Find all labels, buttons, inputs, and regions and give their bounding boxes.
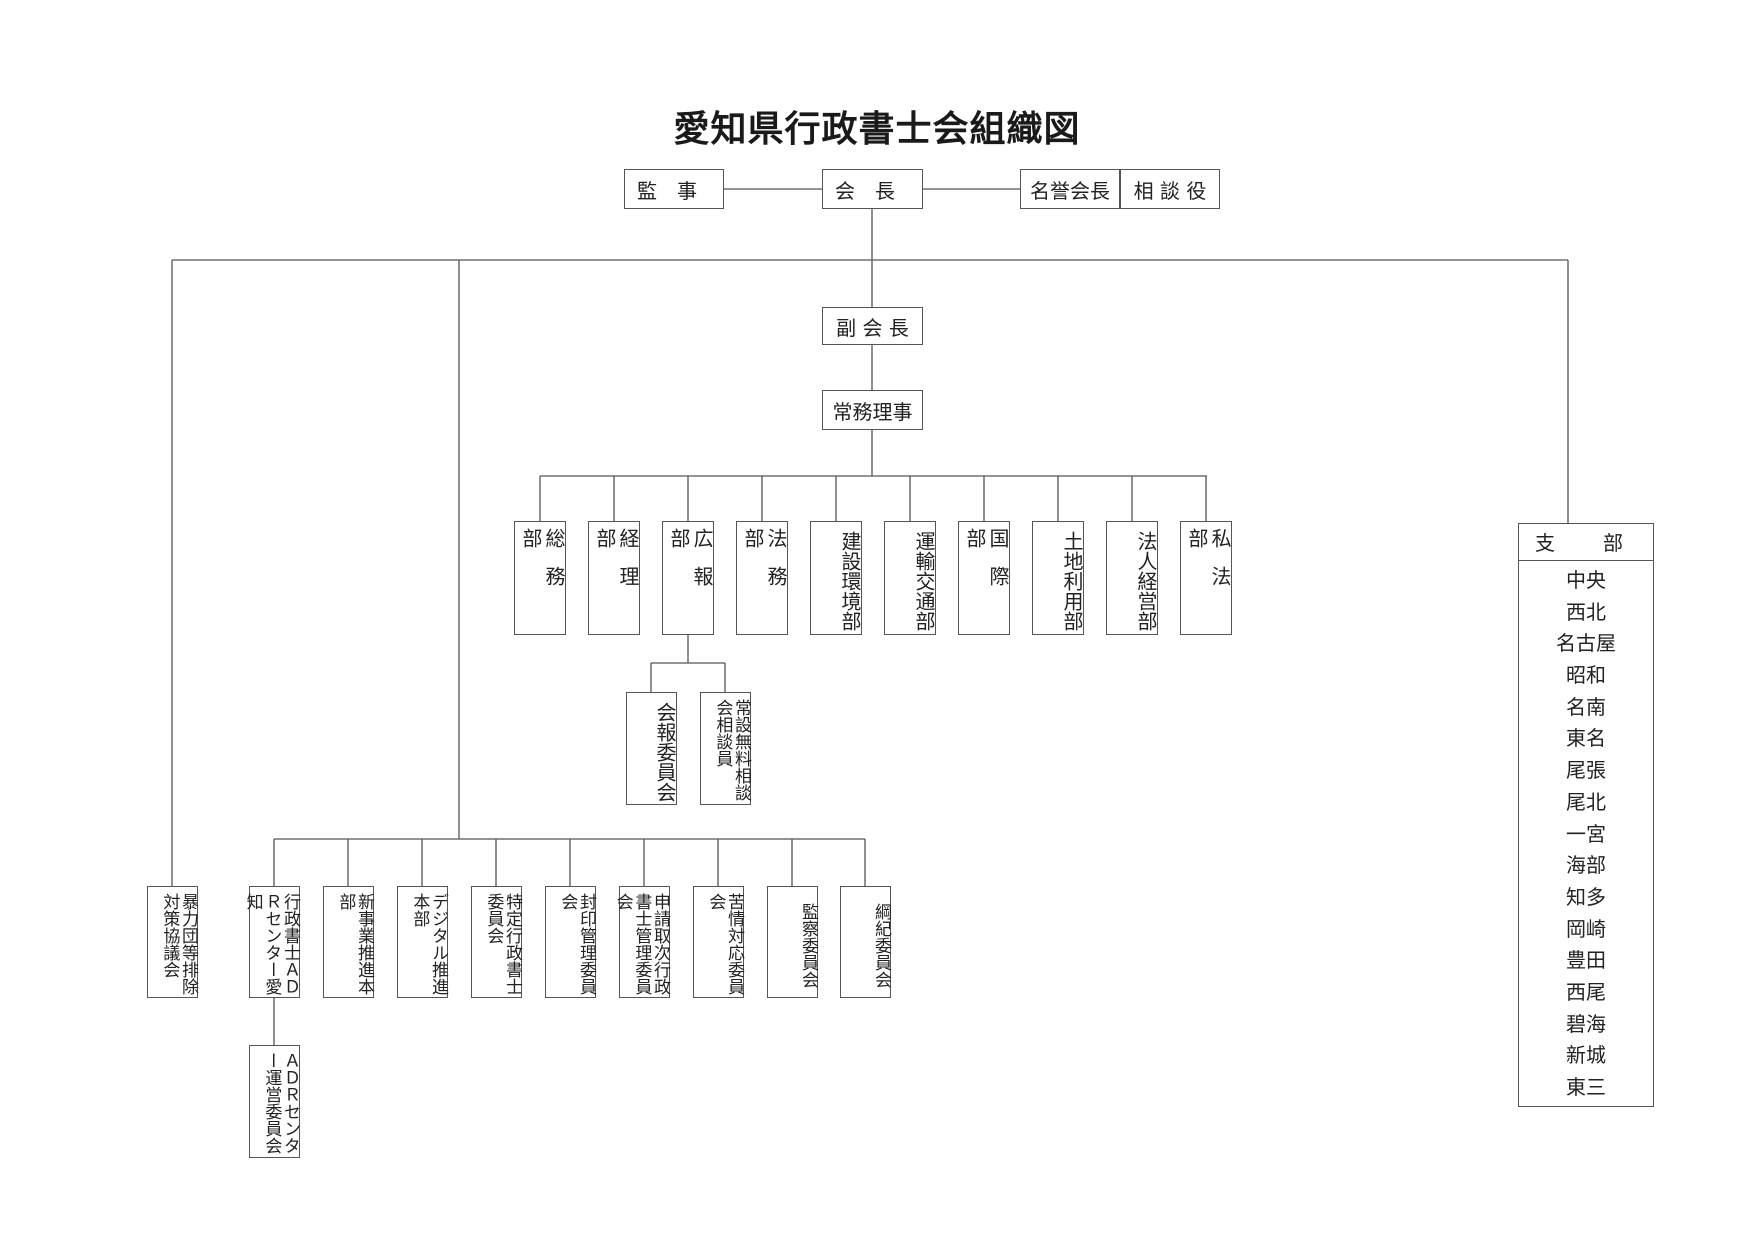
committee-label: 行政書士ＡＤＲセンター愛知 <box>242 893 300 995</box>
committee-label: 新事業推進本部 <box>335 893 374 995</box>
executive-director-box: 常務理事 <box>822 390 923 430</box>
vice-president-label: 副 会 長 <box>836 315 909 340</box>
department-label: 総務部 <box>519 528 566 604</box>
committee-label: 封印管理委員会 <box>557 893 596 995</box>
free-consultation-label: 常設無料相談会相談員 <box>712 699 751 801</box>
branch-item: 尾北 <box>1566 789 1606 814</box>
advisor-label: 相 談 役 <box>1133 178 1207 203</box>
department-box: 土地利用部 <box>1032 521 1084 635</box>
branch-item: 碧海 <box>1566 1011 1606 1036</box>
branches-heading: 支 部 <box>1518 523 1654 561</box>
committee-label: 苦情対応委員会 <box>705 893 744 995</box>
department-box: 建設環境部 <box>810 521 862 635</box>
department-box: 運輸交通部 <box>884 521 936 635</box>
department-box: 国際部 <box>958 521 1010 635</box>
committee-label: 監察委員会 <box>798 902 818 988</box>
committee-box: 申請取次行政書士管理委員会 <box>612 886 670 998</box>
department-box: 経理部 <box>588 521 640 635</box>
branch-item: 知多 <box>1566 884 1606 909</box>
branch-item: 豊田 <box>1566 948 1606 973</box>
department-box: 総務部 <box>514 521 566 635</box>
branches-list: 中央 西北 名古屋 昭和 名南 東名 尾張 尾北 一宮 海部 知多 岡崎 豊田 … <box>1518 565 1654 1104</box>
department-label: 法人経営部 <box>1134 531 1158 631</box>
branch-item: 名南 <box>1566 694 1606 719</box>
branch-item: 一宮 <box>1566 821 1606 846</box>
newsletter-committee-box: 会報委員会 <box>626 692 677 805</box>
committee-label: 申請取次行政書士管理委員会 <box>612 893 670 995</box>
branch-item: 尾張 <box>1566 758 1606 783</box>
committee-label: 綱紀委員会 <box>871 902 891 988</box>
vice-president-box: 副 会 長 <box>822 307 923 345</box>
committee-box: 苦情対応委員会 <box>693 886 744 998</box>
committee-box: 封印管理委員会 <box>545 886 596 998</box>
branch-item: 東名 <box>1566 726 1606 751</box>
honorary-president-label: 名誉会長 <box>1030 178 1110 203</box>
department-label: 私法部 <box>1185 528 1232 604</box>
branch-item: 岡崎 <box>1566 916 1606 941</box>
branch-item: 西尾 <box>1566 979 1606 1004</box>
committee-box: 特定行政書士委員会 <box>471 886 522 998</box>
free-consultation-box: 常設無料相談会相談員 <box>700 692 751 805</box>
branch-item: 東三 <box>1566 1075 1606 1099</box>
committee-box: 監察委員会 <box>767 886 818 998</box>
department-box: 私法部 <box>1180 521 1232 635</box>
department-label: 建設環境部 <box>838 531 862 631</box>
committee-box: 新事業推進本部 <box>323 886 374 998</box>
committee-label: デジタル推進本部 <box>409 893 448 995</box>
branch-item: 新城 <box>1566 1043 1606 1068</box>
committee-box: デジタル推進本部 <box>397 886 448 998</box>
department-label: 運輸交通部 <box>912 531 936 631</box>
president-box: 会 長 <box>822 169 923 209</box>
department-label: 土地利用部 <box>1060 531 1084 631</box>
committee-box-adr-center: 行政書士ＡＤＲセンター愛知 <box>242 886 300 998</box>
department-label: 国際部 <box>963 528 1010 604</box>
department-box: 法人経営部 <box>1106 521 1158 635</box>
committee-label: 暴力団等排除対策協議会 <box>159 893 198 995</box>
branch-item: 西北 <box>1566 599 1606 624</box>
auditor-label: 監 事 <box>637 178 697 203</box>
branch-item: 海部 <box>1566 853 1606 878</box>
newsletter-committee-label: 会報委員会 <box>653 701 677 802</box>
president-label: 会 長 <box>835 178 895 203</box>
branch-item: 名古屋 <box>1556 631 1616 656</box>
branch-item: 中央 <box>1566 568 1606 592</box>
adr-operations-committee-label: ＡＤＲセンター運営委員会 <box>261 1052 300 1154</box>
department-label: 経理部 <box>593 528 640 604</box>
branch-item: 昭和 <box>1566 663 1606 688</box>
adr-operations-committee-box: ＡＤＲセンター運営委員会 <box>249 1045 300 1158</box>
honorary-president-box: 名誉会長 <box>1020 169 1120 209</box>
branches-box <box>1518 523 1654 1107</box>
department-box: 法務部 <box>736 521 788 635</box>
department-label: 広報部 <box>667 528 714 604</box>
committee-box: 綱紀委員会 <box>840 886 891 998</box>
department-label: 法務部 <box>741 528 788 604</box>
committee-box-anti-organized-crime: 暴力団等排除対策協議会 <box>147 886 198 998</box>
executive-director-label: 常務理事 <box>832 399 913 424</box>
advisor-box: 相 談 役 <box>1120 169 1220 209</box>
auditor-box: 監 事 <box>624 169 724 209</box>
department-box: 広報部 <box>662 521 714 635</box>
page-title: 愛知県行政書士会組織図 <box>673 108 1081 150</box>
committee-label: 特定行政書士委員会 <box>483 893 522 995</box>
